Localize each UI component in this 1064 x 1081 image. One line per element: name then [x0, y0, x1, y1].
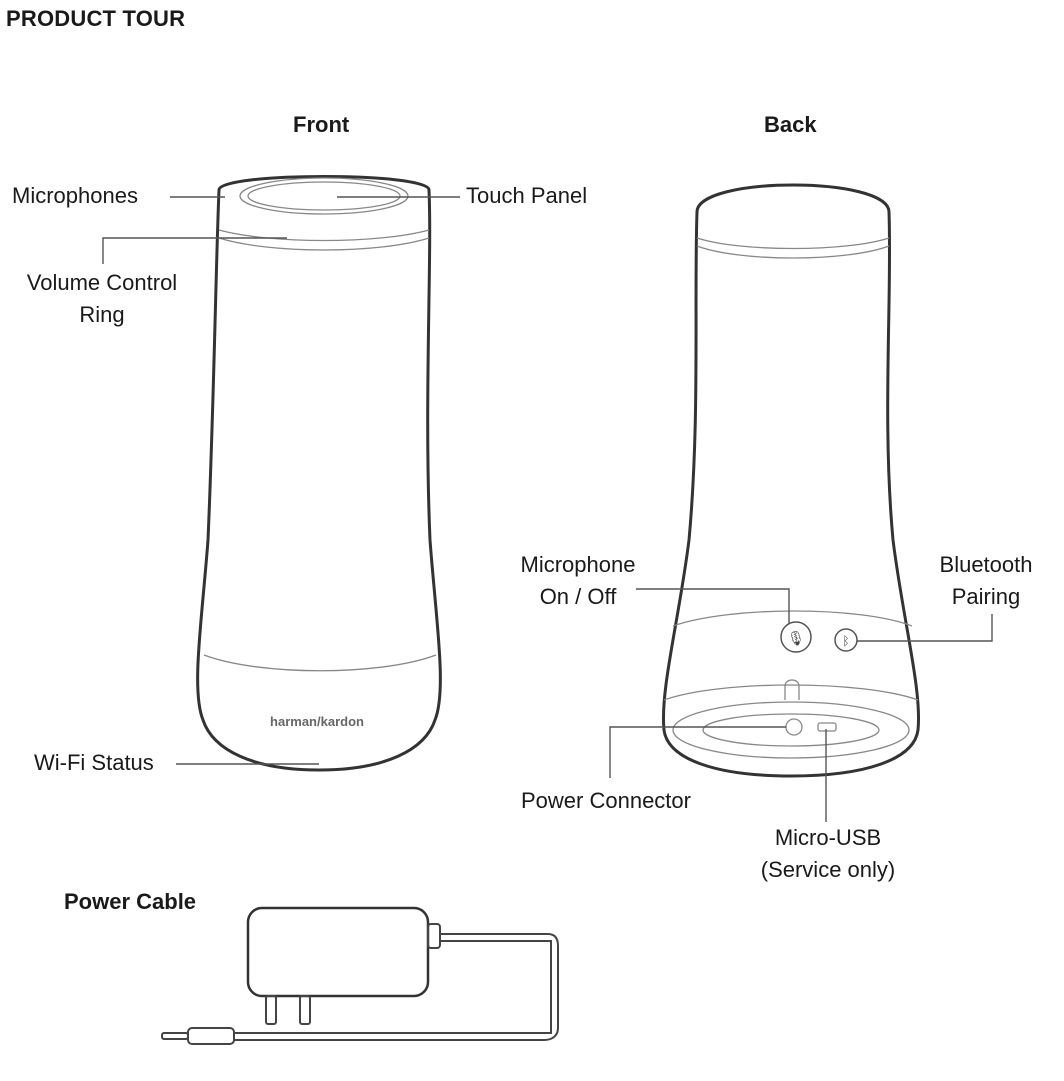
mic-button [780, 621, 812, 653]
label-bluetooth-pairing: Bluetooth Pairing [926, 549, 1046, 613]
microphone-icon: 🎙︎ [787, 630, 805, 646]
label-mic-onoff: Microphone On / Off [508, 549, 648, 613]
front-speaker: harman/kardon [196, 175, 442, 772]
back-speaker: 🎙︎ ᛒ [661, 183, 921, 778]
brand-logo: harman/kardon [270, 714, 364, 729]
label-usb-line1: Micro-USB [774, 825, 882, 850]
back-heading: Back [764, 112, 817, 137]
label-power-connector: Power Connector [521, 788, 691, 813]
power-cable-heading: Power Cable [64, 889, 197, 914]
leader-lines [102, 196, 993, 822]
label-micro-usb: Micro-USB (Service only) [746, 822, 910, 886]
bt-button [834, 628, 858, 652]
bluetooth-icon: ᛒ [842, 634, 849, 648]
label-mic-onoff-line1: Microphone [520, 552, 636, 577]
label-touch-panel: Touch Panel [466, 183, 588, 208]
front-heading: Front [293, 112, 350, 137]
label-usb-line2: (Service only) [760, 857, 896, 882]
label-bt-line2: Pairing [951, 584, 1021, 609]
label-microphones: Microphones [12, 183, 138, 208]
label-mic-onoff-line2: On / Off [539, 584, 617, 609]
label-bt-line1: Bluetooth [939, 552, 1033, 577]
label-wifi-status: Wi-Fi Status [34, 750, 154, 775]
label-volume-ring: Volume Control Ring [10, 267, 194, 331]
power-adapter [161, 906, 559, 1045]
label-volume-ring-line1: Volume Control [26, 270, 178, 295]
page-title: PRODUCT TOUR [6, 6, 186, 31]
label-volume-ring-line2: Ring [79, 302, 125, 327]
